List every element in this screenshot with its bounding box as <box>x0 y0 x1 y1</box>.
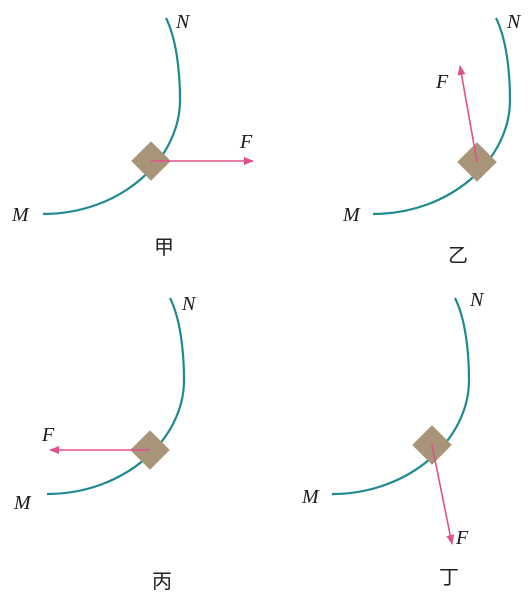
caption: 丁 <box>439 565 459 589</box>
force-arrow <box>431 444 455 545</box>
label-f: F <box>41 424 55 446</box>
panel-yi: M N F 乙 <box>342 11 522 267</box>
force-arrow <box>457 65 478 163</box>
label-n: N <box>506 11 522 33</box>
label-n: N <box>469 289 485 311</box>
panel-jia: M N F 甲 <box>11 11 254 259</box>
curved-track <box>46 297 186 496</box>
caption: 丙 <box>152 569 172 593</box>
label-m: M <box>301 486 320 508</box>
label-m: M <box>11 204 30 226</box>
label-n: N <box>181 293 197 315</box>
label-f: F <box>239 131 253 153</box>
label-m: M <box>342 204 361 226</box>
curved-track <box>331 297 471 496</box>
curved-track <box>42 17 182 216</box>
caption: 乙 <box>448 243 468 267</box>
label-n: N <box>175 11 191 33</box>
label-f: F <box>435 71 449 93</box>
label-m: M <box>13 492 32 514</box>
curved-track <box>372 17 512 216</box>
caption: 甲 <box>154 235 174 259</box>
panel-ding: M N F 丁 <box>301 289 485 589</box>
panel-bing: M N F 丙 <box>13 293 197 593</box>
label-f: F <box>455 527 469 549</box>
